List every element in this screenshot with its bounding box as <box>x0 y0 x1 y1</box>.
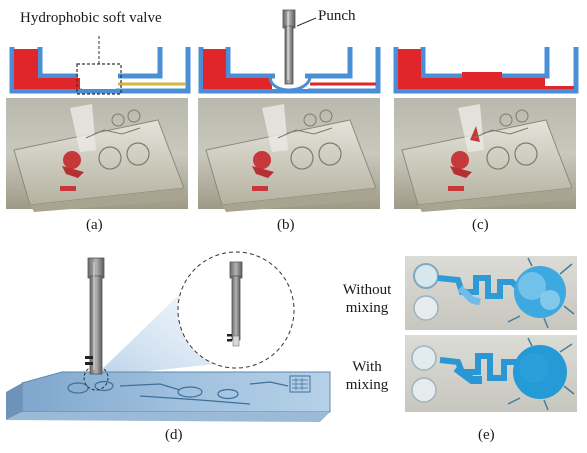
schematic-c <box>393 47 579 94</box>
punch-label: Punch <box>318 8 356 24</box>
schematic-a <box>9 34 191 95</box>
caption-e: (e) <box>478 427 495 443</box>
caption-b: (b) <box>277 217 295 233</box>
caption-a: (a) <box>86 217 103 233</box>
without-mixing-line2: mixing <box>345 300 389 316</box>
photo-b <box>198 98 380 212</box>
without-mixing-label: Without mixing <box>337 281 397 317</box>
with-mixing-label: With mixing <box>337 358 397 394</box>
illustration-d <box>6 251 331 422</box>
with-mixing-line2: mixing <box>345 377 389 393</box>
with-mixing-line1: With <box>352 359 382 375</box>
photo-e-with <box>405 335 577 412</box>
caption-c: (c) <box>472 217 489 233</box>
photo-a <box>6 98 188 212</box>
photo-e-without <box>405 256 577 330</box>
photo-c <box>394 98 576 212</box>
caption-d: (d) <box>165 427 183 443</box>
without-mixing-line1: Without <box>342 282 392 298</box>
schematic-b <box>198 9 381 94</box>
valve-label: Hydrophobic soft valve <box>20 10 162 26</box>
